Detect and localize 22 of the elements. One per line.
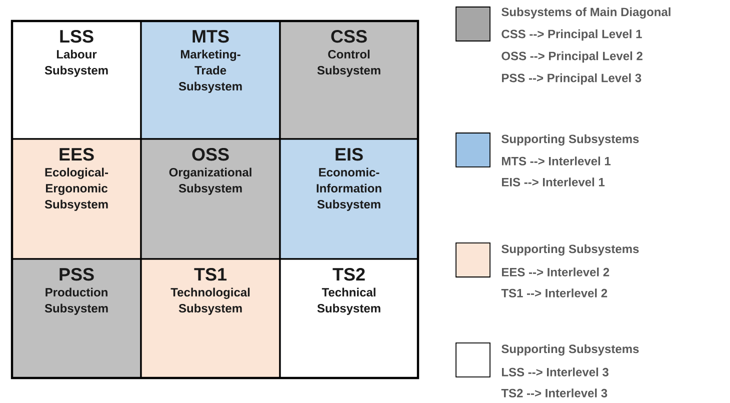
subsystem-cell: TS1 Technological Subsystem — [140, 258, 281, 379]
legend-text: TS2 --> Interlevel 3 — [501, 388, 608, 398]
legend-heading: Supporting Subsystems — [502, 134, 639, 146]
legend-heading: Subsystems of Main Diagonal — [502, 7, 670, 19]
legend-text: MTS --> Interlevel 1 — [502, 156, 611, 166]
subsystem-cell: CSS Control Subsystem — [279, 20, 419, 140]
subsystem-cell: EES Ecological-Ergonomic Subsystem — [11, 138, 142, 260]
legend-heading: Supporting Subsystems — [502, 344, 639, 356]
legend-text: OSS --> Principal Level 2 — [502, 51, 642, 63]
legend-text: LSS --> Interlevel 3 — [502, 368, 608, 376]
subsystem-cell: PSS Production Subsystem — [11, 258, 142, 379]
subsystem-cell: MTS Marketing-Trade Subsystem — [140, 20, 281, 140]
subsystem-cell: EIS Economic-Information Subsystem — [279, 138, 419, 260]
legend-heading: Supporting Subsystems — [502, 244, 639, 256]
legend-text: EES --> Interlevel 2 — [502, 268, 610, 276]
legend-text: TS1 --> Interlevel 2 — [501, 288, 608, 298]
legend-text: PSS --> Principal Level 3 — [502, 73, 642, 85]
legend-text: EIS --> Interlevel 1 — [502, 178, 605, 186]
legend-text: CSS --> Principal Level 1 — [502, 29, 642, 41]
subsystem-cell: TS2 Technical Subsystem — [279, 258, 419, 379]
subsystem-cell: OSS Organizational Subsystem — [140, 138, 281, 260]
subsystem-cell: LSS Labour Subsystem — [11, 20, 142, 140]
